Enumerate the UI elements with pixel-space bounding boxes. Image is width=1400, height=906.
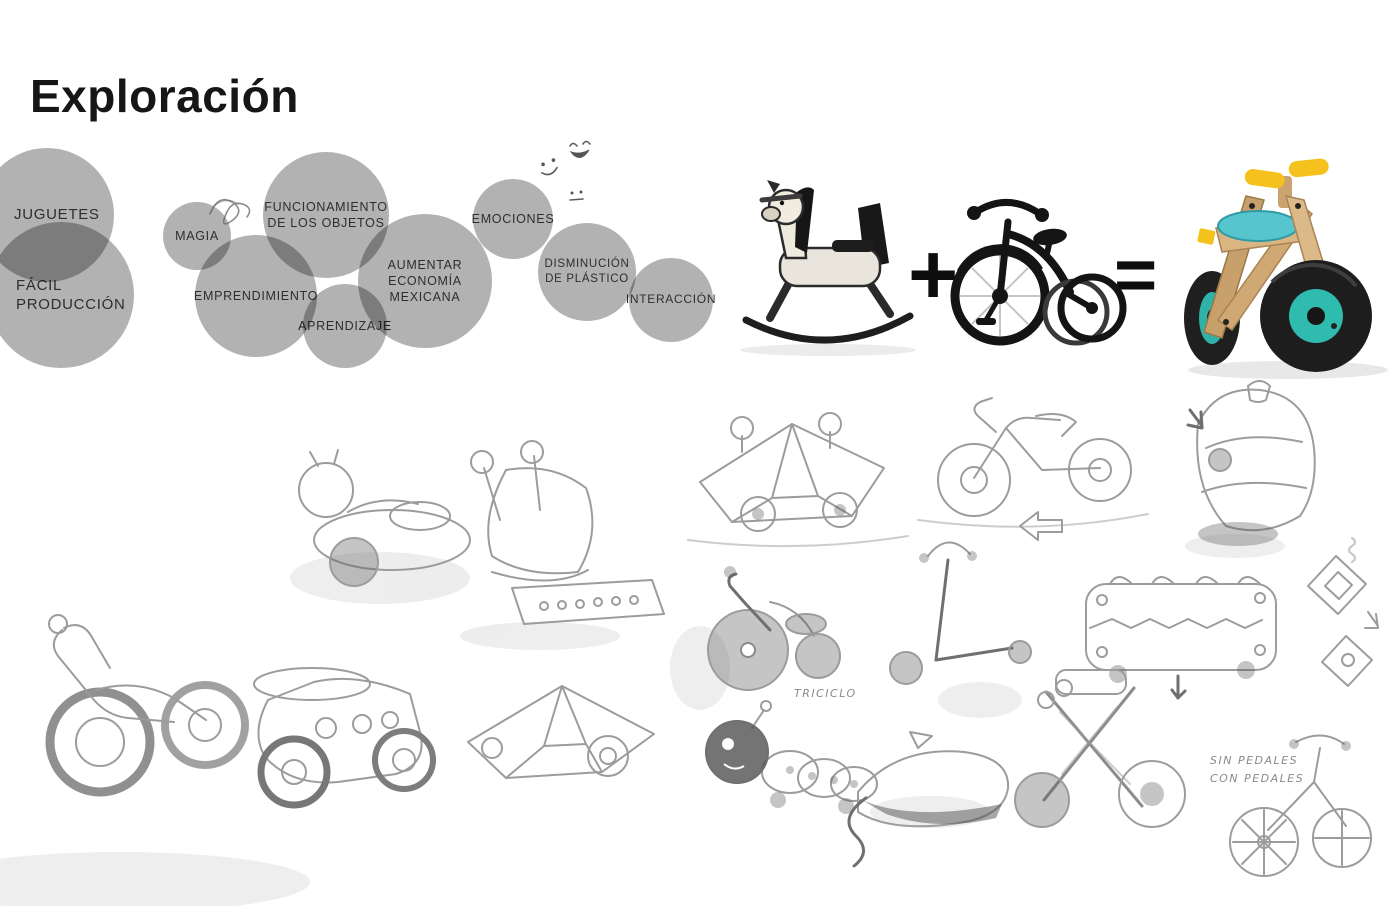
bubble-label: JUGUETES	[14, 206, 100, 224]
sketch-whale-rider	[847, 731, 1010, 868]
sketch-mini-car	[253, 667, 436, 809]
sketch-boat-car	[687, 412, 909, 548]
sketch-board: TRICICLO	[0, 380, 1379, 906]
bubble-label: MAGIA	[175, 228, 219, 243]
bubble-emprendimiento: EMPRENDIMIENTO	[193, 235, 319, 357]
sin-pedales-annotation: SIN PEDALES	[1210, 754, 1298, 767]
sketch-balance-bike-concept	[917, 397, 1149, 541]
shading-smudges	[0, 534, 1285, 906]
sketch-trike-with-notes: SIN PEDALES CON PEDALES	[1210, 734, 1372, 877]
sketch-animal-scooter	[298, 449, 471, 587]
tricycle-image	[950, 199, 1127, 346]
sketch-balance-bike-side	[45, 614, 249, 797]
bubble-emociones: EMOCIONES	[471, 179, 555, 259]
bubble-disminucion-plastico: DISMINUCIÓN DE PLÁSTICO	[538, 223, 636, 321]
triciclo-annotation: TRICICLO	[794, 687, 857, 700]
bubble-interaccion: INTERACCIÓN	[625, 258, 717, 342]
sketch-caterpillar-toy	[705, 700, 878, 814]
bubble-label: EMOCIONES	[471, 211, 555, 226]
sketch-diamond-details	[1307, 537, 1379, 687]
bubble-label: FÁCIL PRODUCCIÓN	[16, 276, 126, 314]
bubble-label: FUNCIONAMIENTO DE LOS OBJETOS	[264, 199, 388, 230]
smiley-neutral-icon	[569, 190, 584, 201]
sketch-paper-boat	[467, 685, 655, 779]
bubble-label: EMPRENDIMIENTO	[193, 288, 319, 303]
smiley-wink-icon	[541, 158, 558, 176]
sketch-x-frame-bike	[1014, 669, 1186, 828]
con-pedales-annotation: CON PEDALES	[1210, 772, 1304, 785]
bubble-label: DISMINUCIÓN DE PLÁSTICO	[544, 258, 630, 285]
sketch-suitcase-car	[1085, 576, 1277, 700]
bubble-label: INTERACCIÓN	[625, 292, 717, 307]
bubble-label: AUMENTAR ECONOMÍA MEXICANA	[387, 257, 463, 305]
bubble-facil-produccion: FÁCIL PRODUCCIÓN	[0, 222, 134, 368]
plus-operator: +	[908, 227, 959, 323]
balance-bike-render	[1184, 158, 1388, 379]
down-arrow-icon	[1170, 674, 1187, 700]
sketch-crown-rider	[470, 440, 665, 625]
equation-images-layer	[740, 158, 1388, 379]
pencil-scribble-icon	[209, 198, 251, 225]
rocking-horse-image	[740, 180, 916, 356]
left-arrow-icon	[1019, 511, 1063, 541]
smiley-grin-icon	[569, 140, 591, 158]
bubble-label: APRENDIZAJE	[298, 318, 392, 333]
down-arrow-icon	[1186, 408, 1204, 430]
bubble-aprendizaje: APRENDIZAJE	[298, 284, 391, 368]
sketch-helmet-pod	[1186, 380, 1316, 546]
doodles-layer	[209, 140, 591, 225]
page-title: Exploración	[30, 69, 299, 122]
sketch-scooter	[889, 541, 1032, 685]
sketch-triciclo: TRICICLO	[707, 566, 857, 700]
